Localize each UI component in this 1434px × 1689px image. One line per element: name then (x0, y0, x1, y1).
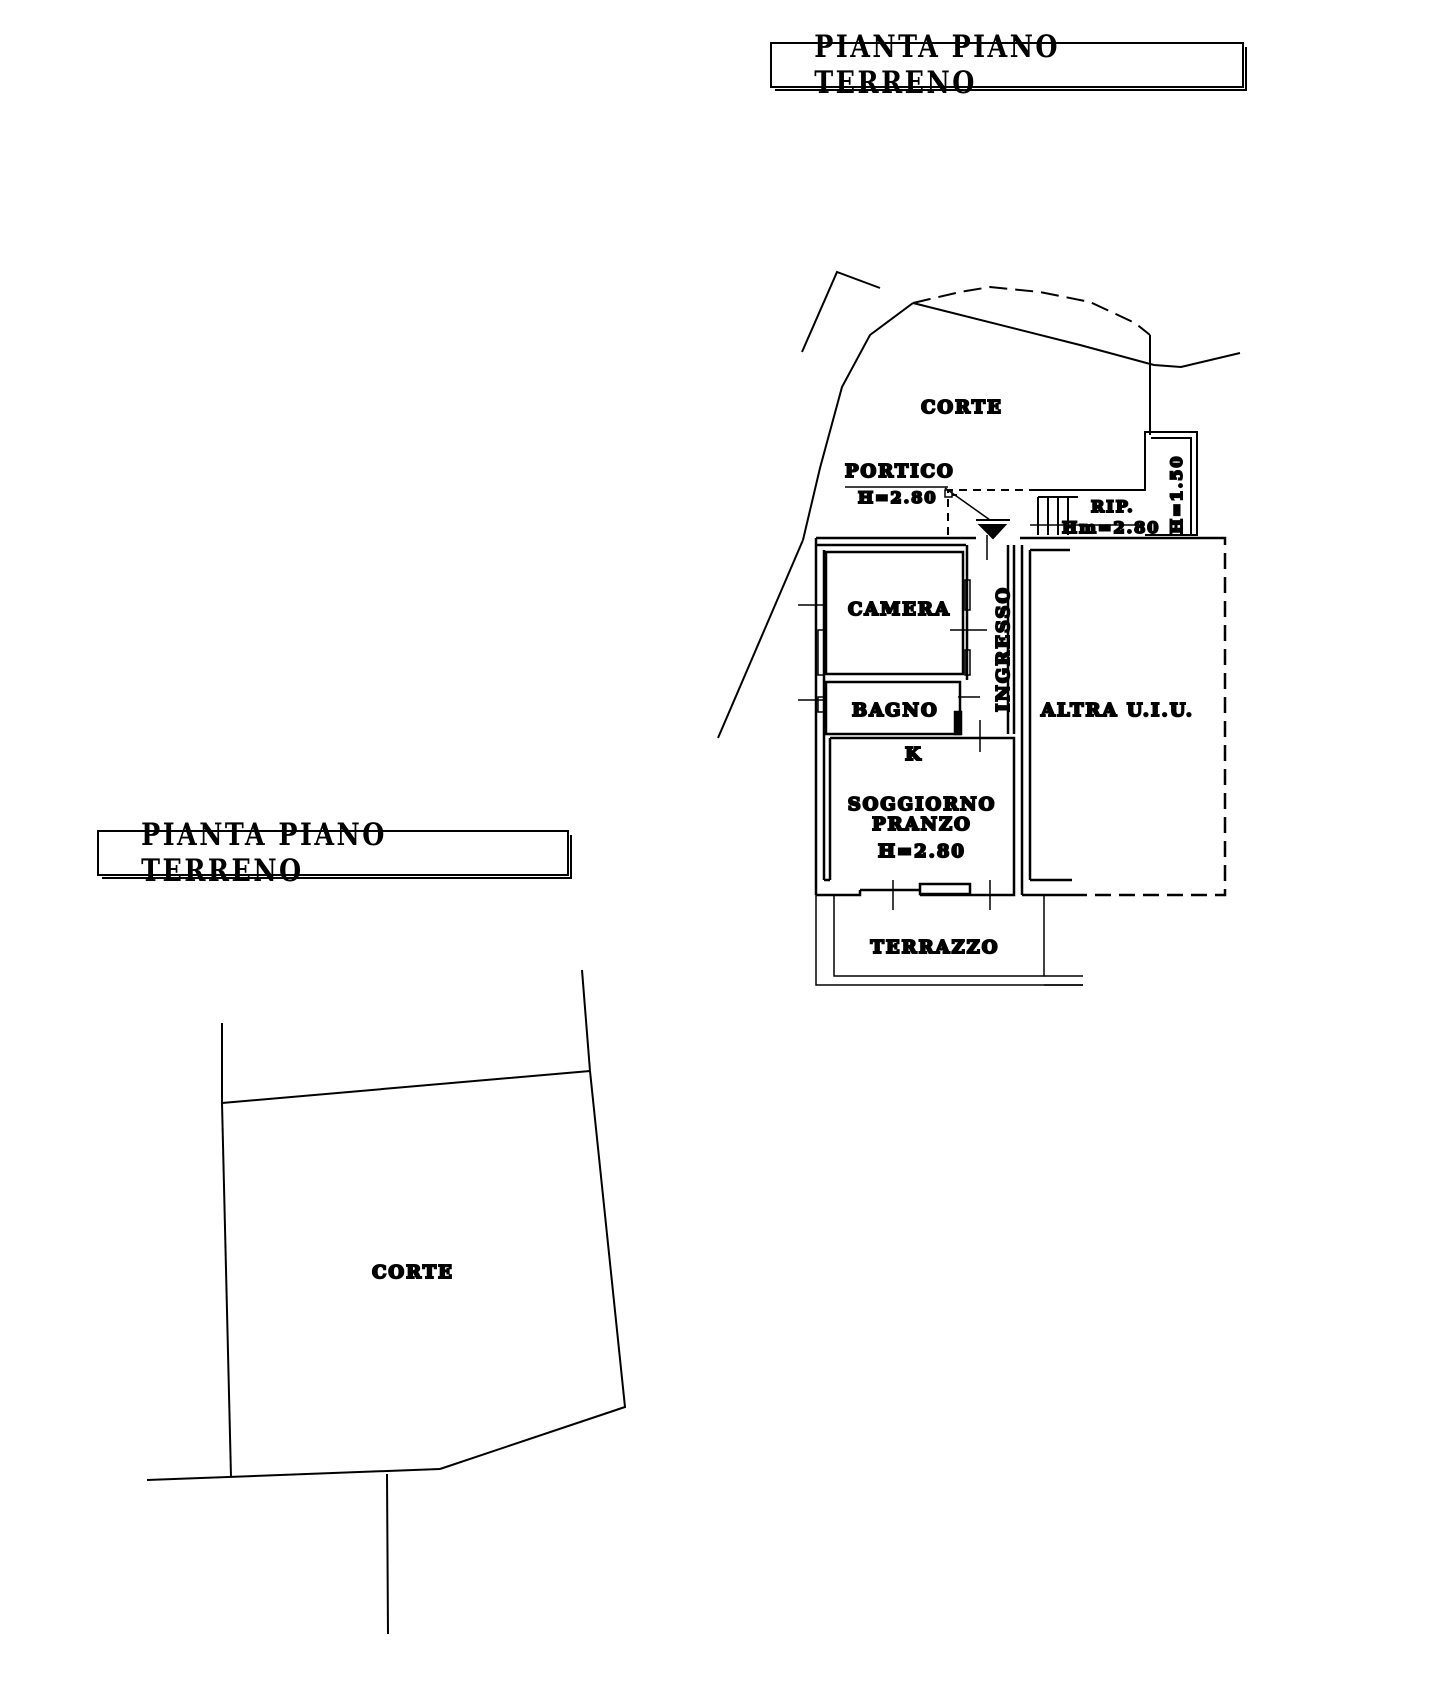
lower-courtyard-boundary (146, 969, 627, 1635)
label-soggiorno-height: H=2.80 (878, 841, 966, 862)
label-portico-height: H=2.80 (858, 488, 938, 507)
label-altra-uiu: ALTRA U.I.U. (1040, 700, 1194, 721)
upper-courtyard-boundary (717, 270, 1241, 739)
label-corte-bottom: CORTE (372, 1262, 454, 1283)
label-corte-top: CORTE (921, 397, 1003, 418)
label-ingresso: INGRESSO (993, 586, 1014, 712)
label-stair-height: H=1.50 (1167, 455, 1186, 535)
label-portico: PORTICO (845, 461, 955, 482)
label-pranzo: PRANZO (872, 814, 972, 835)
label-soggiorno: SOGGIORNO (848, 794, 997, 815)
rip-stair (1030, 431, 1198, 536)
label-rip-height: Hm=2.80 (1062, 518, 1160, 537)
label-terrazzo: TERRAZZO (871, 937, 1000, 958)
label-k: K (905, 744, 923, 765)
terrazzo-area (815, 895, 1083, 986)
label-camera: CAMERA (848, 599, 951, 620)
label-rip: RIP. (1091, 497, 1135, 516)
openings (798, 535, 991, 910)
altra-uiu-boundary (1072, 536, 1227, 897)
apartment-walls (814, 536, 1216, 897)
entrance-marker (845, 486, 1010, 540)
label-bagno: BAGNO (852, 700, 939, 721)
